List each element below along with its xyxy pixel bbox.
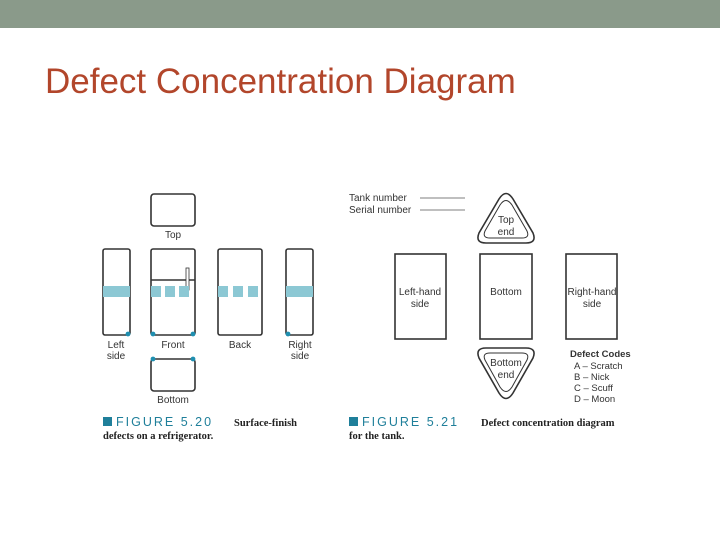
- label-left-hand: Left-hand: [399, 287, 441, 298]
- label-tank-bottom: Bottom: [490, 287, 522, 298]
- figure-5-20-caption-1: Surface-finish: [234, 418, 297, 429]
- label-left: Left: [108, 340, 125, 351]
- figure-5-21-caption-2: for the tank.: [349, 431, 405, 442]
- tank-number-label: Tank number: [349, 193, 407, 204]
- defect-dot: [125, 331, 131, 337]
- label-side: side: [107, 351, 126, 362]
- label-back: Back: [229, 340, 252, 351]
- defect-codes-legend: Defect Codes A – Scratch B – Nick C – Sc…: [570, 349, 631, 405]
- defect-code-item: D – Moon: [574, 394, 615, 405]
- tank-top-end: [477, 192, 535, 244]
- defect-band-left: [103, 286, 130, 297]
- label-front: Front: [161, 340, 185, 351]
- figure-5-21-caption-1: Defect concentration diagram: [481, 418, 615, 429]
- defect-dot: [150, 331, 156, 337]
- defect-dot: [190, 356, 196, 362]
- defect-band-front: [151, 286, 189, 297]
- tank-left-hand-side: [394, 253, 447, 340]
- figure-marker-square: [349, 417, 358, 426]
- tank-bottom-end-inner: [483, 352, 529, 392]
- figure-5-20-caption-2: defects on a refrigerator.: [103, 431, 214, 442]
- label-right-hand: Right-hand: [568, 287, 617, 298]
- label-top: Top: [165, 230, 182, 241]
- tank-top-end-inner: [483, 200, 529, 239]
- figure-5-20-label: FIGURE 5.20: [116, 415, 213, 429]
- defect-codes-heading: Defect Codes: [570, 349, 631, 360]
- figure-5-21-label: FIGURE 5.21: [362, 415, 459, 429]
- label-top-end-2: end: [498, 227, 515, 238]
- tank-right-hand-side: [565, 253, 618, 340]
- label-bottom-end-1: Bottom: [490, 358, 522, 369]
- defect-code-item: B – Nick: [574, 372, 610, 383]
- page-title: Defect Concentration Diagram: [45, 62, 516, 101]
- label-right: Right: [288, 340, 312, 351]
- fridge-top-view: [150, 193, 196, 227]
- label-right-hand-side: side: [583, 299, 602, 310]
- defect-code-item: A – Scratch: [574, 361, 623, 372]
- tank-bottom: [479, 253, 533, 340]
- defect-band-right: [286, 286, 313, 297]
- label-left-hand-side: side: [411, 299, 430, 310]
- label-top-end-1: Top: [498, 215, 515, 226]
- label-bottom: Bottom: [157, 395, 189, 406]
- figure-marker-square: [103, 417, 112, 426]
- defect-code-item: C – Scuff: [574, 383, 613, 394]
- label-bottom-end-2: end: [498, 370, 515, 381]
- label-right-side: side: [291, 351, 310, 362]
- serial-number-label: Serial number: [349, 205, 412, 216]
- defect-dot: [150, 356, 156, 362]
- figure-5-21: Tank number Serial number Top end Left-h…: [349, 192, 631, 442]
- defect-dot: [285, 331, 291, 337]
- top-accent-bar: [0, 0, 720, 28]
- fridge-bottom-view: [150, 358, 196, 392]
- tank-bottom-end: [477, 347, 535, 400]
- defect-band-back: [218, 286, 258, 297]
- figure-5-20: Top Left side Front Back Right: [102, 193, 314, 442]
- defect-dot: [190, 331, 196, 337]
